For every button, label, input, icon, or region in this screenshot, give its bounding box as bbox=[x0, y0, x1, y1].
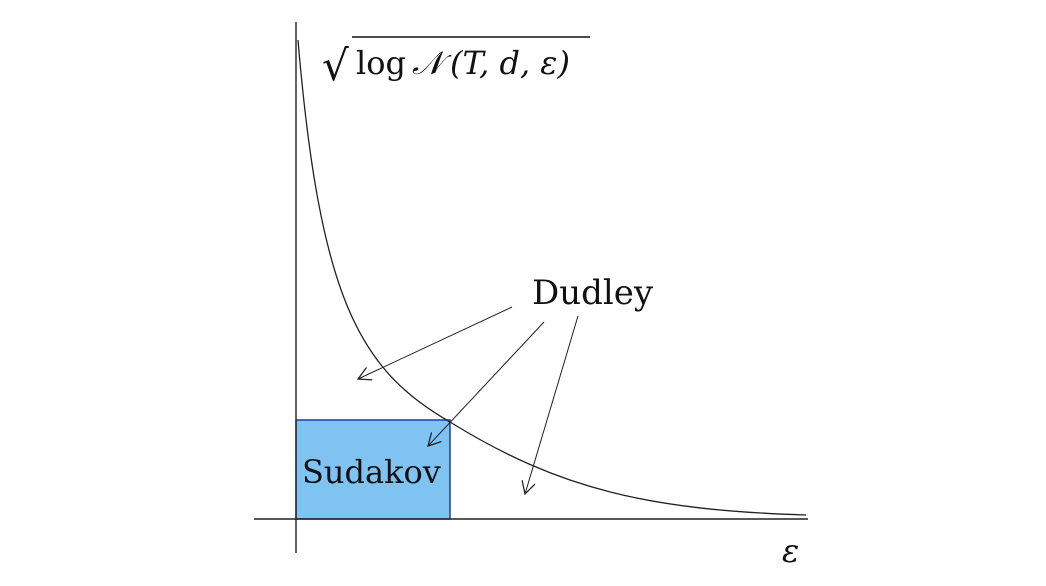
log-text: log bbox=[356, 44, 406, 82]
dudley-arrow-tail bbox=[525, 315, 579, 494]
covering-number-symbol: 𝒩 bbox=[412, 44, 452, 82]
sqrt-sign: √ bbox=[322, 41, 349, 90]
entropy-curve bbox=[297, 39, 807, 516]
y-axis-label: √ log 𝒩 (T, d, ε) bbox=[322, 36, 590, 90]
x-axis-label: ε bbox=[782, 532, 799, 570]
sudakov-region bbox=[295, 419, 451, 520]
dudley-label: Dudley bbox=[532, 273, 654, 313]
covering-number-args: (T, d, ε) bbox=[450, 44, 570, 82]
dudley-arrow-area-above bbox=[358, 306, 513, 379]
sudakov-label: Sudakov bbox=[302, 453, 441, 491]
dudley-arrow-sudakov bbox=[428, 321, 545, 446]
